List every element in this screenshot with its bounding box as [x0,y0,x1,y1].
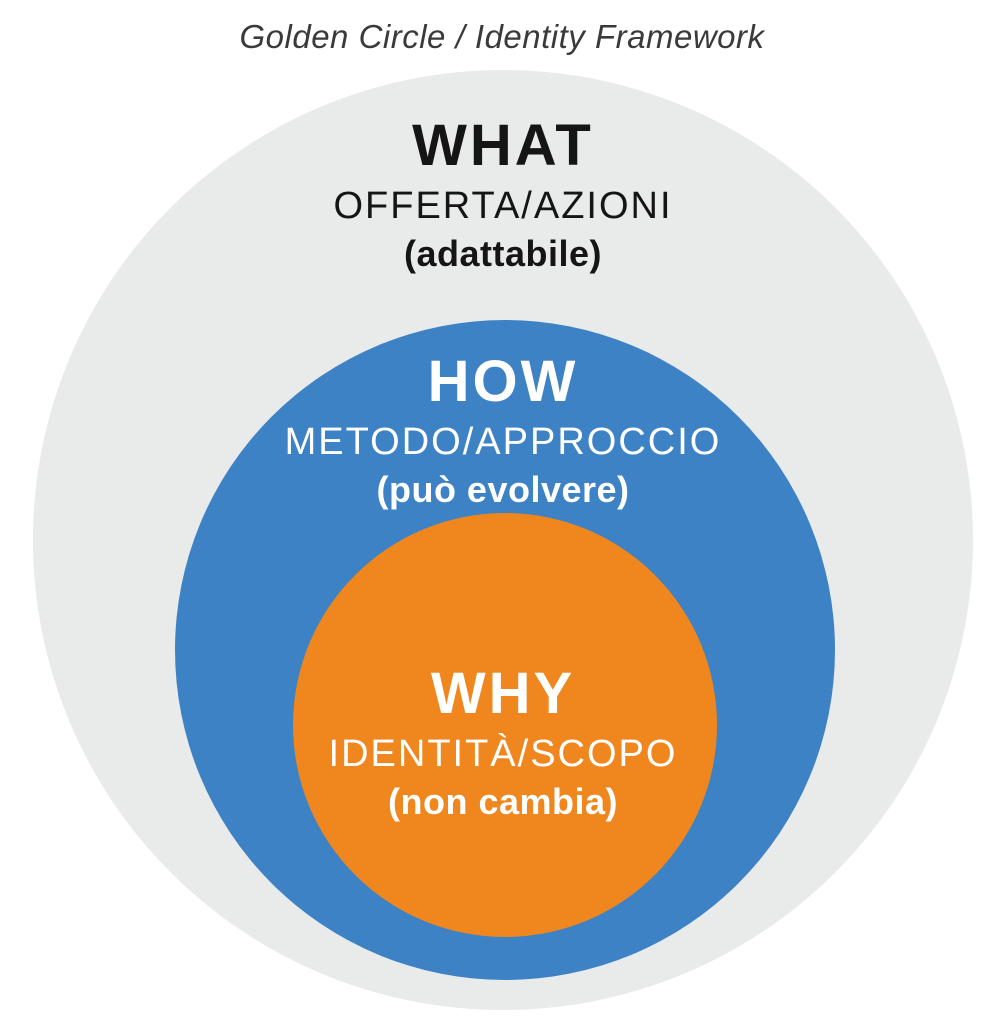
what-subtitle: OFFERTA/AZIONI [333,184,673,227]
why-label-group: WHY IDENTITÀ/SCOPO (non cambia) [203,661,803,822]
how-label: HOW [427,349,579,414]
what-note: (adattabile) [403,232,603,274]
how-label-group: HOW METODO/APPROCCIO (può evolvere) [203,349,803,510]
diagram-title: Golden Circle / Identity Framework [239,18,765,55]
how-note: (può evolvere) [376,468,630,510]
why-circle [293,513,717,937]
what-label-group: WHAT OFFERTA/AZIONI (adattabile) [203,113,803,274]
why-note: (non cambia) [387,780,618,822]
why-subtitle: IDENTITÀ/SCOPO [328,732,678,775]
why-label: WHY [430,661,576,726]
what-label: WHAT [412,113,594,178]
how-subtitle: METODO/APPROCCIO [284,420,722,463]
